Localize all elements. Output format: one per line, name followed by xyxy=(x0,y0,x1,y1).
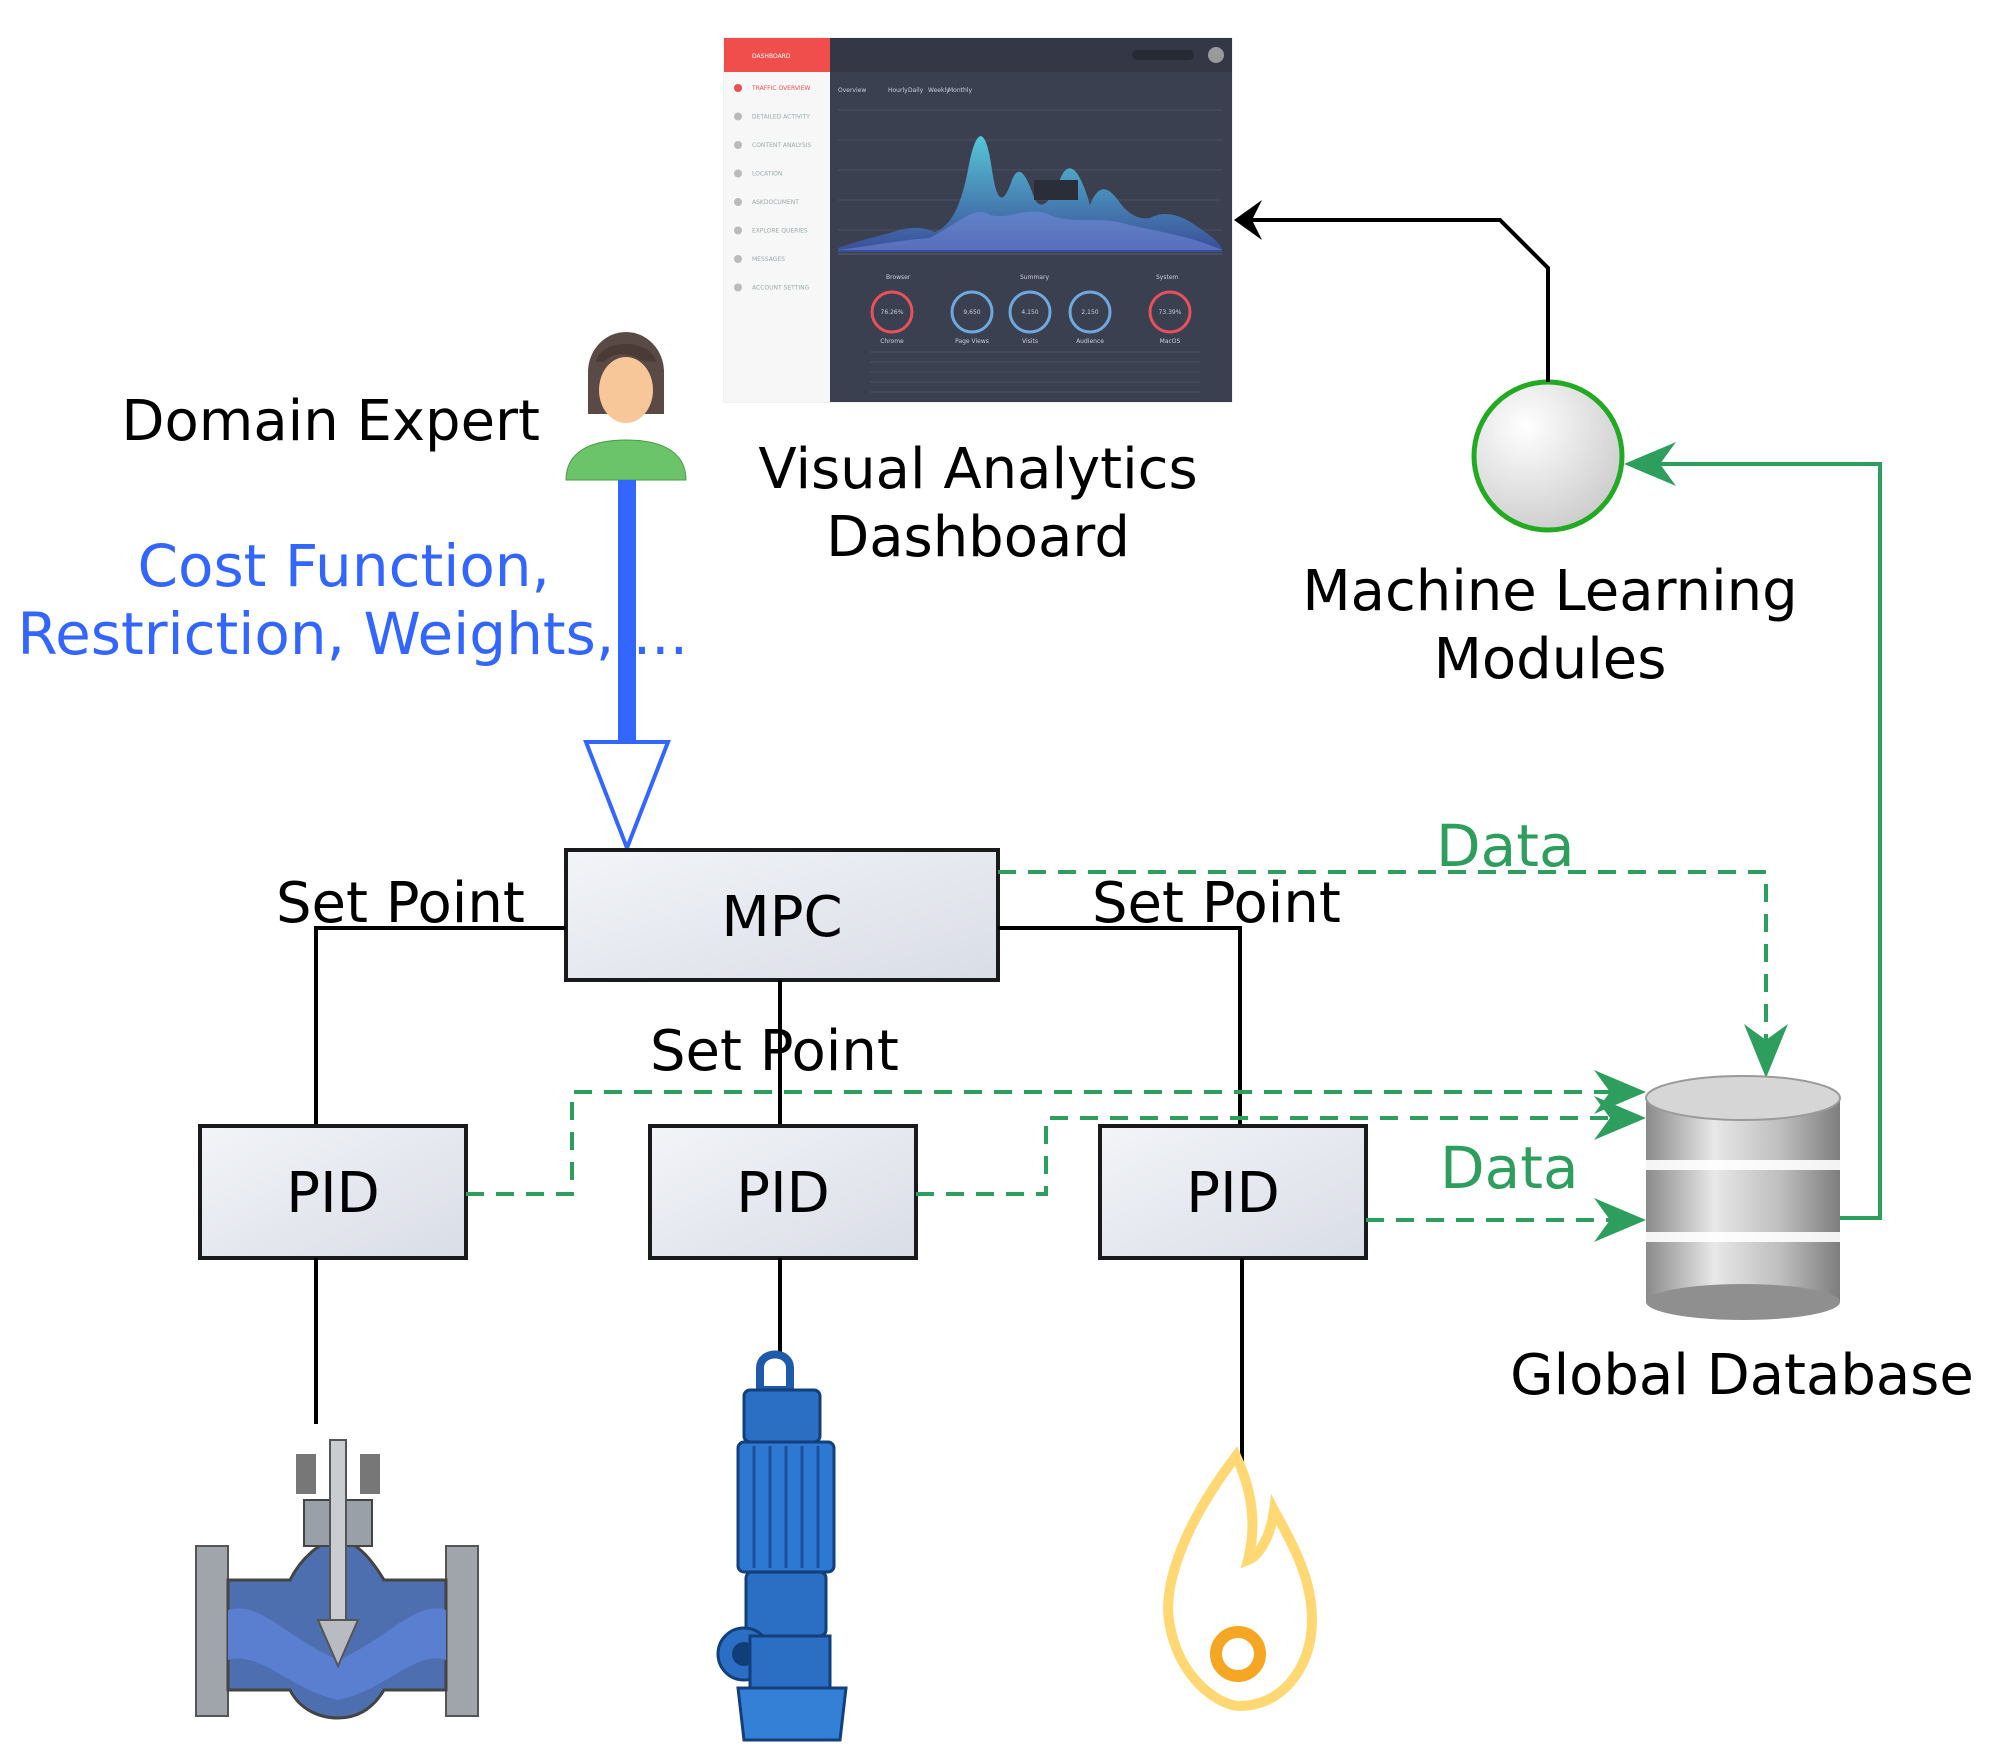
dashboard-gauge-ring xyxy=(1068,290,1112,334)
flame-icon xyxy=(1163,1446,1318,1712)
dashboard-sidebar-item-icon xyxy=(734,112,742,121)
ml-modules-icon xyxy=(1471,379,1625,533)
dashboard-sidebar-item: CONTENT ANALYSIS xyxy=(752,142,811,149)
domain-expert-arrow-shaft xyxy=(618,480,636,742)
domain-expert-input-line2: Restriction, Weights, ... xyxy=(17,600,688,668)
set-point-label-right: Set Point xyxy=(1092,871,1341,936)
valve-icon xyxy=(195,1439,479,1720)
dashboard-section-summary: Summary xyxy=(1020,274,1049,281)
dashboard-sidebar-item-icon xyxy=(734,169,742,178)
dashboard-gauge-value: 73.39% xyxy=(1159,309,1182,316)
dashboard-sidebar-item: ASKDOCUMENT xyxy=(752,199,799,206)
database-icon xyxy=(1645,1075,1841,1320)
global-database-label: Global Database xyxy=(1510,1343,1974,1408)
dashboard-gauge-value: 9,650 xyxy=(963,309,980,316)
data-label-bottom: Data xyxy=(1440,1134,1579,1202)
dashboard-tab: Hourly xyxy=(888,87,908,94)
dashboard-sidebar-item: DETAILED ACTIVITY xyxy=(752,114,810,121)
data-flow-lines xyxy=(466,870,1768,1222)
pid-label-2: PID xyxy=(736,1161,829,1226)
dashboard-title-line1: Visual Analytics xyxy=(758,437,1197,502)
ml-modules-line2: Modules xyxy=(1434,627,1667,692)
pid-box-1 xyxy=(198,1124,468,1260)
dashboard-section-system: System xyxy=(1156,274,1179,281)
dashboard-gauge-label: MacOS xyxy=(1160,338,1181,345)
dashboard-sidebar xyxy=(724,38,830,402)
dashboard-section-browser: Browser xyxy=(886,274,911,281)
dashboard-title-line2: Dashboard xyxy=(826,505,1130,570)
dashboard-sidebar-item-icon xyxy=(734,198,742,206)
dashboard-sidebar-header xyxy=(724,38,830,72)
domain-expert-input-line1: Cost Function, xyxy=(137,532,550,600)
data-flow-arrowheads xyxy=(1594,1024,1788,1242)
db-to-ml-arrow xyxy=(1636,462,1882,1220)
dashboard-sidebar-item-icon xyxy=(734,255,742,263)
dashboard-sidebar-item: ACCOUNT SETTING xyxy=(752,285,810,292)
dashboard-sidebar-item: MESSAGES xyxy=(752,256,785,263)
pid-box-3 xyxy=(1098,1124,1368,1260)
domain-expert-arrow-head xyxy=(583,740,671,854)
dashboard-sidebar-items: TRAFFIC OVERVIEW DETAILED ACTIVITY CONTENT… xyxy=(734,84,811,292)
dashboard-tab: Weekly xyxy=(928,87,950,94)
set-point-label-center: Set Point xyxy=(650,1019,899,1084)
dashboard-sidebar-header-label: DASHBOARD xyxy=(752,53,791,60)
pid-label-3: PID xyxy=(1186,1161,1279,1226)
dashboard-gauge-ring xyxy=(1008,290,1052,334)
pid-device-lines xyxy=(314,1258,1244,1464)
dashboard-sidebar-item: EXPLORE QUERIES xyxy=(752,228,808,235)
mpc-box xyxy=(564,848,1000,982)
dashboard-gauge-label: Page Views xyxy=(955,338,989,345)
dashboard-sidebar-item-icon xyxy=(734,141,742,149)
mpc-label: MPC xyxy=(721,885,842,950)
dashboard-gauge-label: Chrome xyxy=(880,338,904,345)
pid-box-2 xyxy=(648,1124,918,1260)
dashboard-tab: Monthly xyxy=(948,87,972,94)
ml-to-dashboard-arrow xyxy=(1238,213,1550,382)
dashboard-gauge-value: 2,150 xyxy=(1081,309,1098,316)
set-point-lines xyxy=(314,926,1242,1126)
dashboard-sidebar-item-icon xyxy=(734,283,742,292)
dashboard-gauge-label: Audience xyxy=(1076,338,1104,345)
dashboard-gauge-value: 4,150 xyxy=(1021,309,1038,316)
domain-expert-icon xyxy=(565,332,687,481)
dashboard-tab: Daily xyxy=(908,87,924,94)
domain-expert-label: Domain Expert xyxy=(121,389,540,454)
pump-icon xyxy=(716,1350,848,1742)
ml-modules-line1: Machine Learning xyxy=(1302,559,1797,624)
dashboard-sidebar-item-icon xyxy=(734,226,742,235)
dashboard-sidebar-item: TRAFFIC OVERVIEW xyxy=(751,85,810,92)
pid-label-1: PID xyxy=(286,1161,379,1226)
dashboard-sidebar-item: LOCATION xyxy=(752,171,782,178)
dashboard-sidebar-item-icon xyxy=(734,84,742,92)
set-point-label-left: Set Point xyxy=(276,871,525,936)
dashboard-gauge-ring xyxy=(950,290,994,334)
visual-analytics-dashboard: DASHBOARD TRAFFIC OVERVIEW DETAILED ACTIV… xyxy=(723,37,1233,403)
dashboard-gauge-ring xyxy=(870,290,914,334)
dashboard-gauge-ring xyxy=(1148,290,1192,334)
dashboard-gauge-value: 76.26% xyxy=(881,309,904,316)
dashboard-avatar xyxy=(1208,47,1224,63)
dashboard-gauge-label: Visits xyxy=(1022,338,1038,345)
data-label-top: Data xyxy=(1436,812,1575,880)
dashboard-area-chart xyxy=(838,136,1222,252)
dashboard-overview-label: Overview xyxy=(838,87,866,94)
